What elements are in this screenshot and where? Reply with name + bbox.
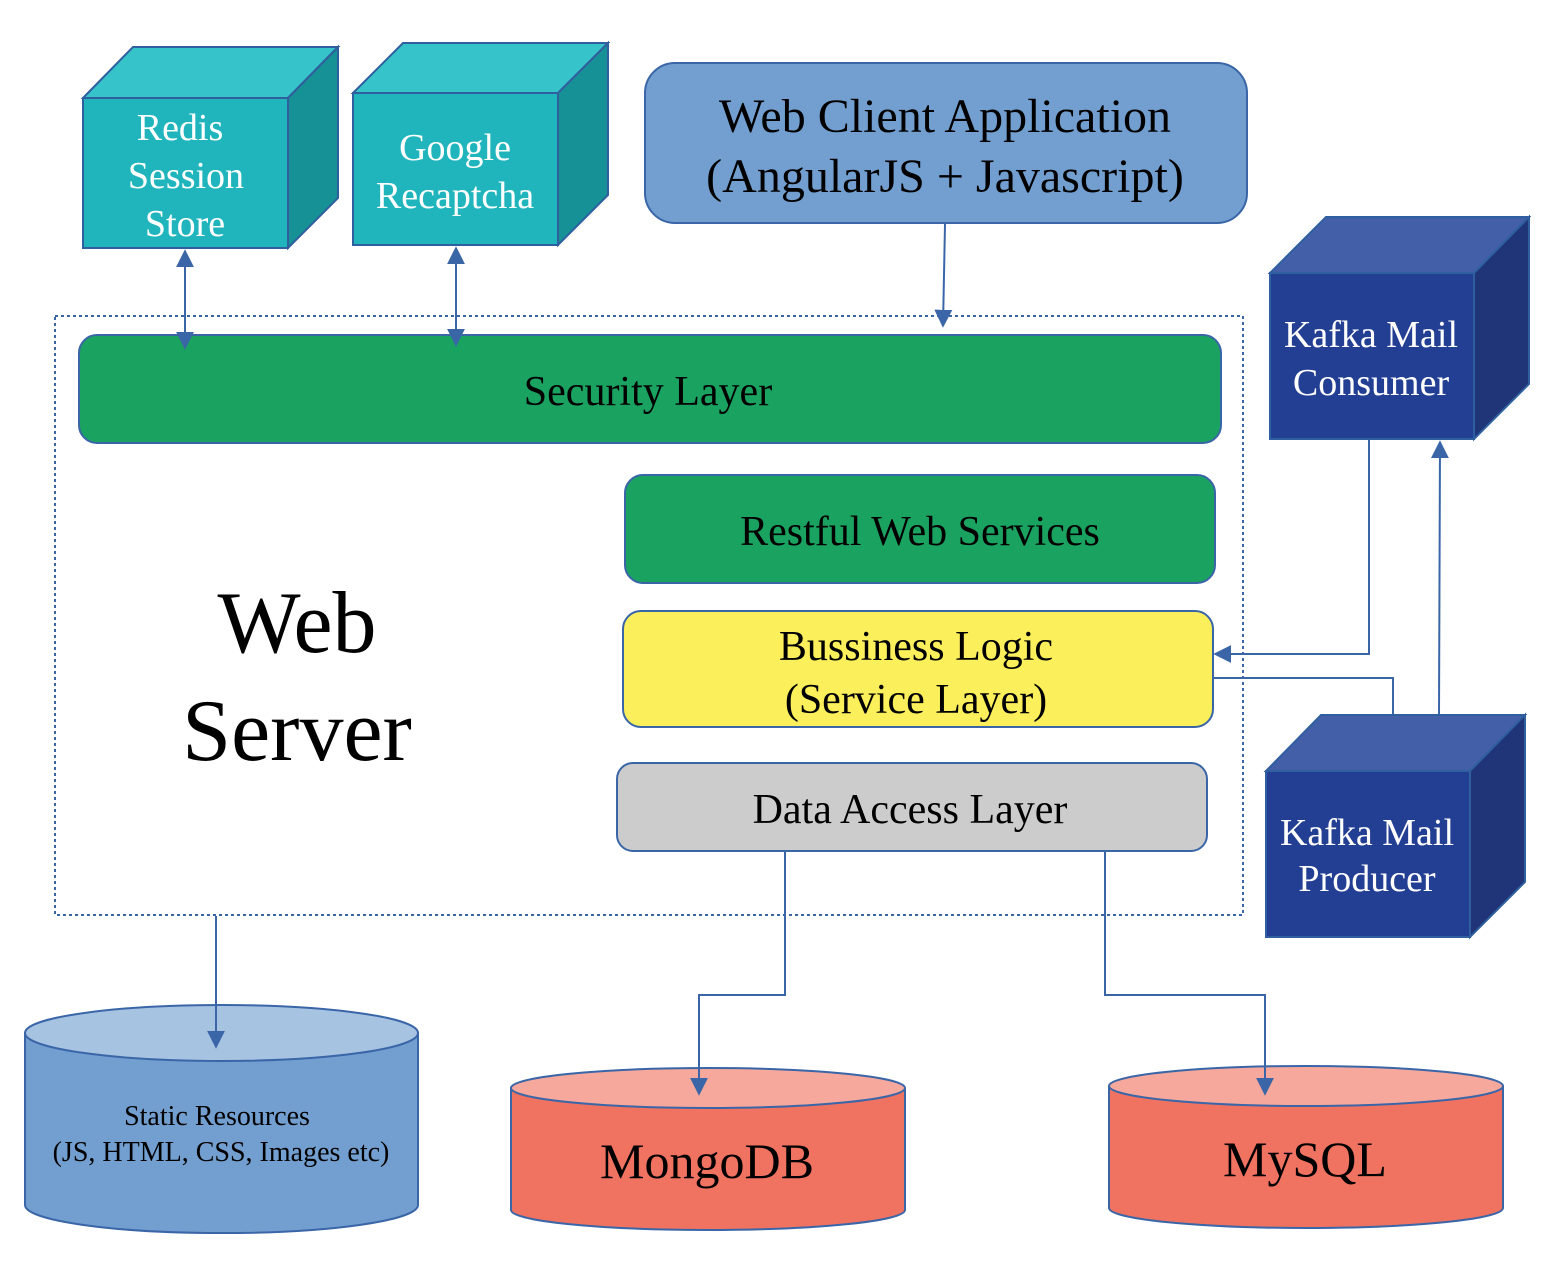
- web-server-label-1: Web: [217, 575, 376, 672]
- client-webserver-connector: [934, 223, 953, 328]
- mysql-label: MySQL: [1223, 1131, 1387, 1187]
- google-recaptcha-node: Google Recaptcha: [350, 40, 611, 248]
- recaptcha-label-2: Recaptcha: [376, 175, 534, 217]
- consumer-business-connector: [1213, 440, 1370, 663]
- restful-layer-label: Restful Web Services: [740, 509, 1100, 555]
- business-layer-label-1: Bussiness Logic: [779, 624, 1053, 670]
- web-client-label-2: (AngularJS + Javascript): [706, 150, 1184, 203]
- security-layer: Security Layer: [78, 334, 1222, 444]
- business-logic-layer: Bussiness Logic (Service Layer): [622, 610, 1214, 728]
- web-server-label-2: Server: [182, 683, 412, 780]
- kafka-consumer-label-2: Consumer: [1293, 362, 1450, 404]
- business-producer-connector: [1213, 677, 1394, 714]
- restful-web-services-layer: Restful Web Services: [624, 474, 1216, 584]
- static-label-1: Static Resources: [124, 1101, 310, 1132]
- mongodb-db: MongoDB: [510, 1067, 906, 1231]
- data-access-layer: Data Access Layer: [616, 762, 1208, 852]
- redis-label-2: Session: [128, 155, 244, 197]
- web-client-application-node: Web Client Application (AngularJS + Java…: [644, 62, 1248, 224]
- redis-label-1: Redis: [137, 107, 224, 149]
- dataaccess-mongodb-connector: [690, 852, 786, 1096]
- kafka-mail-consumer-node: Kafka Mail Consumer: [1267, 214, 1532, 442]
- data-access-layer-label: Data Access Layer: [753, 787, 1068, 833]
- mysql-db: MySQL: [1108, 1065, 1504, 1229]
- security-layer-label: Security Layer: [524, 369, 772, 415]
- redis-label-3: Store: [145, 203, 225, 245]
- static-resources-db: Static Resources (JS, HTML, CSS, Images …: [24, 1004, 419, 1235]
- web-server-boundary: [54, 315, 1244, 916]
- kafka-producer-label-1: Kafka Mail: [1280, 812, 1454, 854]
- web-client-label-1: Web Client Application: [719, 90, 1171, 143]
- static-label-2: (JS, HTML, CSS, Images etc): [53, 1137, 390, 1168]
- kafka-producer-label-2: Producer: [1298, 858, 1436, 900]
- redis-session-store-node: Redis Session Store: [80, 44, 341, 251]
- kafka-consumer-label-1: Kafka Mail: [1284, 314, 1458, 356]
- mongodb-label: MongoDB: [600, 1133, 814, 1189]
- kafka-mail-producer-node: Kafka Mail Producer: [1263, 712, 1528, 940]
- dataaccess-mysql-connector: [1104, 852, 1274, 1096]
- business-layer-label-2: (Service Layer): [785, 677, 1047, 723]
- producer-consumer-connector: [1430, 440, 1449, 715]
- recaptcha-label-1: Google: [399, 127, 511, 169]
